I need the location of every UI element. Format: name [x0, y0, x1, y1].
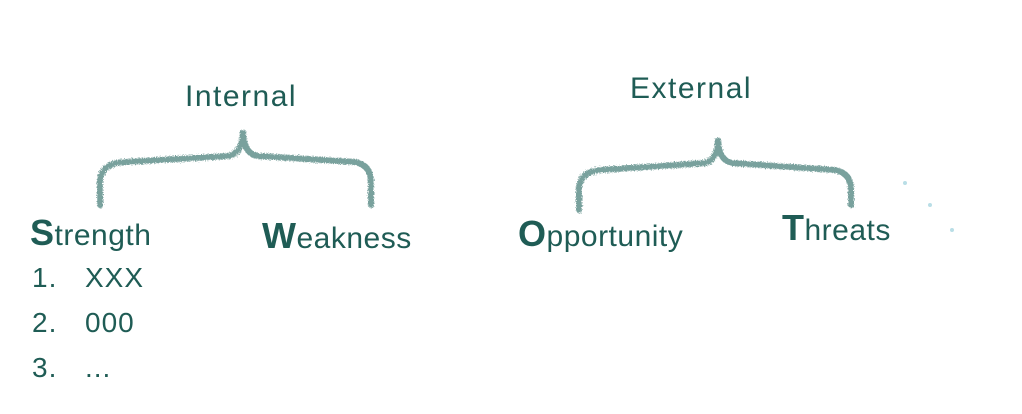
opportunity-initial: O [518, 213, 547, 254]
internal-title: Internal [185, 80, 298, 113]
strength-initial: S [30, 212, 55, 253]
list-item-text: 000 [85, 307, 135, 338]
threats-rest: hreats [804, 214, 891, 247]
threats-label: Threats [782, 210, 891, 246]
strength-rest: trength [54, 219, 152, 252]
list-item-text: ... [85, 352, 112, 383]
list-item-text: XXX [85, 262, 145, 293]
list-item-number: 2. [32, 307, 58, 338]
list-item-number: 1. [32, 262, 58, 293]
weakness-label: Weakness [262, 218, 412, 254]
weakness-initial: W [262, 215, 297, 256]
internal-brace [97, 129, 375, 208]
external-title: External [630, 72, 753, 105]
threats-initial: T [782, 207, 805, 248]
list-item-number: 3. [32, 352, 58, 383]
opportunity-label: Opportunity [518, 216, 683, 252]
external-brace [576, 137, 854, 213]
weakness-rest: eakness [296, 222, 412, 255]
opportunity-rest: pportunity [546, 220, 684, 253]
strength-label: Strength [30, 215, 151, 251]
